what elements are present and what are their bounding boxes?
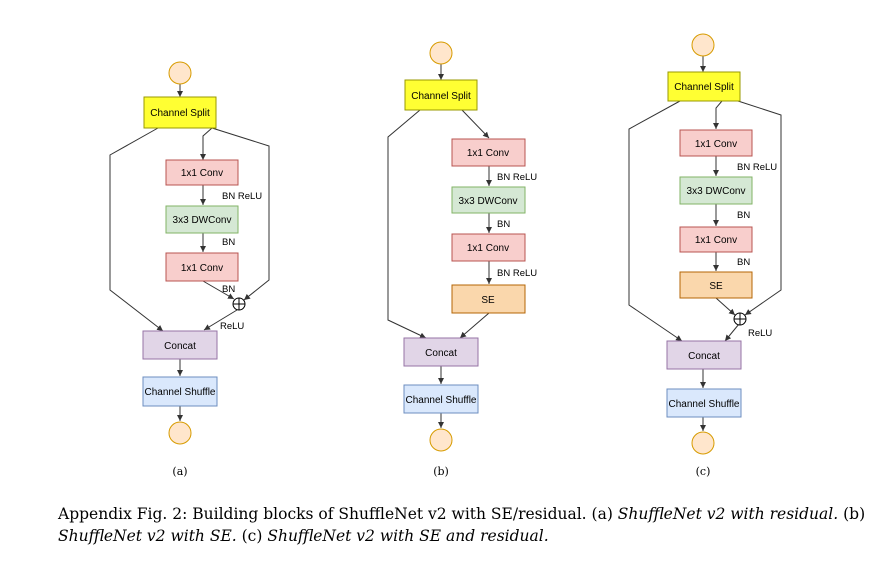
channel-shuffle-box — [403, 384, 479, 414]
bn-relu-annotation-2: BN ReLU — [497, 268, 537, 279]
channel-split-box — [404, 79, 478, 111]
channel-shuffle-label: Channel Shuffle — [669, 399, 740, 410]
concat-label: Concat — [688, 351, 720, 362]
sublabel-a: (a) — [172, 465, 187, 478]
channel-shuffle-label: Channel Shuffle — [145, 387, 216, 398]
caption-mid1: (b) — [838, 505, 866, 523]
diagram-c: Channel Split 1x1 Conv BN ReLU 3x3 DWCon… — [628, 33, 782, 478]
conv2-label: 1x1 Conv — [467, 243, 509, 254]
bn-annotation-2: BN — [737, 257, 750, 268]
input-node — [168, 61, 192, 85]
bn-relu-annotation: BN ReLU — [497, 172, 537, 183]
bn-annotation-2: BN — [222, 284, 235, 295]
channel-split-box — [667, 71, 741, 102]
output-node — [429, 428, 453, 452]
channel-shuffle-label: Channel Shuffle — [406, 395, 477, 406]
bn-annotation: BN — [222, 237, 235, 248]
bn-relu-annotation: BN ReLU — [737, 162, 777, 173]
bn-relu-annotation: BN ReLU — [222, 191, 262, 202]
caption-b: ShuffleNet v2 with SE. — [58, 527, 237, 545]
concat-box — [142, 330, 218, 360]
sublabel-c: (c) — [696, 465, 711, 478]
caption-a: ShuffleNet v2 with residual. — [617, 505, 839, 523]
add-node — [733, 312, 747, 326]
se-label: SE — [709, 281, 723, 292]
input-node — [691, 33, 715, 57]
diagram-b: Channel Split 1x1 Conv BN ReLU 3x3 DWCon… — [387, 41, 537, 478]
conv2-box — [451, 233, 526, 262]
conv1-label: 1x1 Conv — [467, 148, 509, 159]
diagram-a: Channel Split 1x1 Conv BN ReLU 3x3 DWCon… — [109, 61, 270, 478]
add-node — [232, 297, 246, 311]
se-label: SE — [481, 295, 495, 306]
se-box — [451, 284, 526, 314]
conv1-box — [679, 129, 753, 157]
concat-label: Concat — [164, 341, 196, 352]
dwconv-label: 3x3 DWConv — [459, 196, 518, 207]
relu-annotation: ReLU — [748, 328, 772, 339]
concat-box — [403, 337, 479, 367]
caption-prefix: Appendix Fig. 2: Building blocks of Shuf… — [58, 505, 618, 523]
concat-box — [666, 340, 742, 370]
conv2-box — [165, 252, 239, 282]
dwconv-box — [679, 176, 753, 205]
conv2-label: 1x1 Conv — [695, 235, 737, 246]
bn-annotation: BN — [497, 219, 510, 230]
conv2-box — [679, 226, 753, 253]
dwconv-box — [451, 186, 526, 214]
channel-shuffle-box — [666, 388, 742, 418]
bn-annotation: BN — [737, 210, 750, 221]
conv1-label: 1x1 Conv — [181, 168, 223, 179]
conv1-label: 1x1 Conv — [695, 139, 737, 150]
sublabel-b: (b) — [433, 465, 449, 478]
se-box — [679, 271, 753, 299]
relu-annotation: ReLU — [220, 321, 244, 332]
output-node — [168, 421, 192, 445]
channel-split-label: Channel Split — [674, 82, 734, 93]
dwconv-box — [165, 205, 239, 234]
conv1-box — [451, 138, 526, 167]
channel-split-label: Channel Split — [150, 108, 210, 119]
channel-split-box — [143, 96, 217, 129]
caption-c: ShuffleNet v2 with SE and residual. — [267, 527, 549, 545]
caption-mid2: (c) — [236, 527, 268, 545]
dwconv-label: 3x3 DWConv — [687, 186, 746, 197]
output-node — [691, 431, 715, 455]
conv1-box — [165, 159, 239, 186]
conv2-label: 1x1 Conv — [181, 263, 223, 274]
input-node — [429, 41, 453, 65]
figure-caption: Appendix Fig. 2: Building blocks of Shuf… — [58, 503, 878, 547]
channel-split-label: Channel Split — [411, 91, 471, 102]
concat-label: Concat — [425, 348, 457, 359]
channel-shuffle-box — [142, 376, 218, 407]
dwconv-label: 3x3 DWConv — [173, 215, 232, 226]
